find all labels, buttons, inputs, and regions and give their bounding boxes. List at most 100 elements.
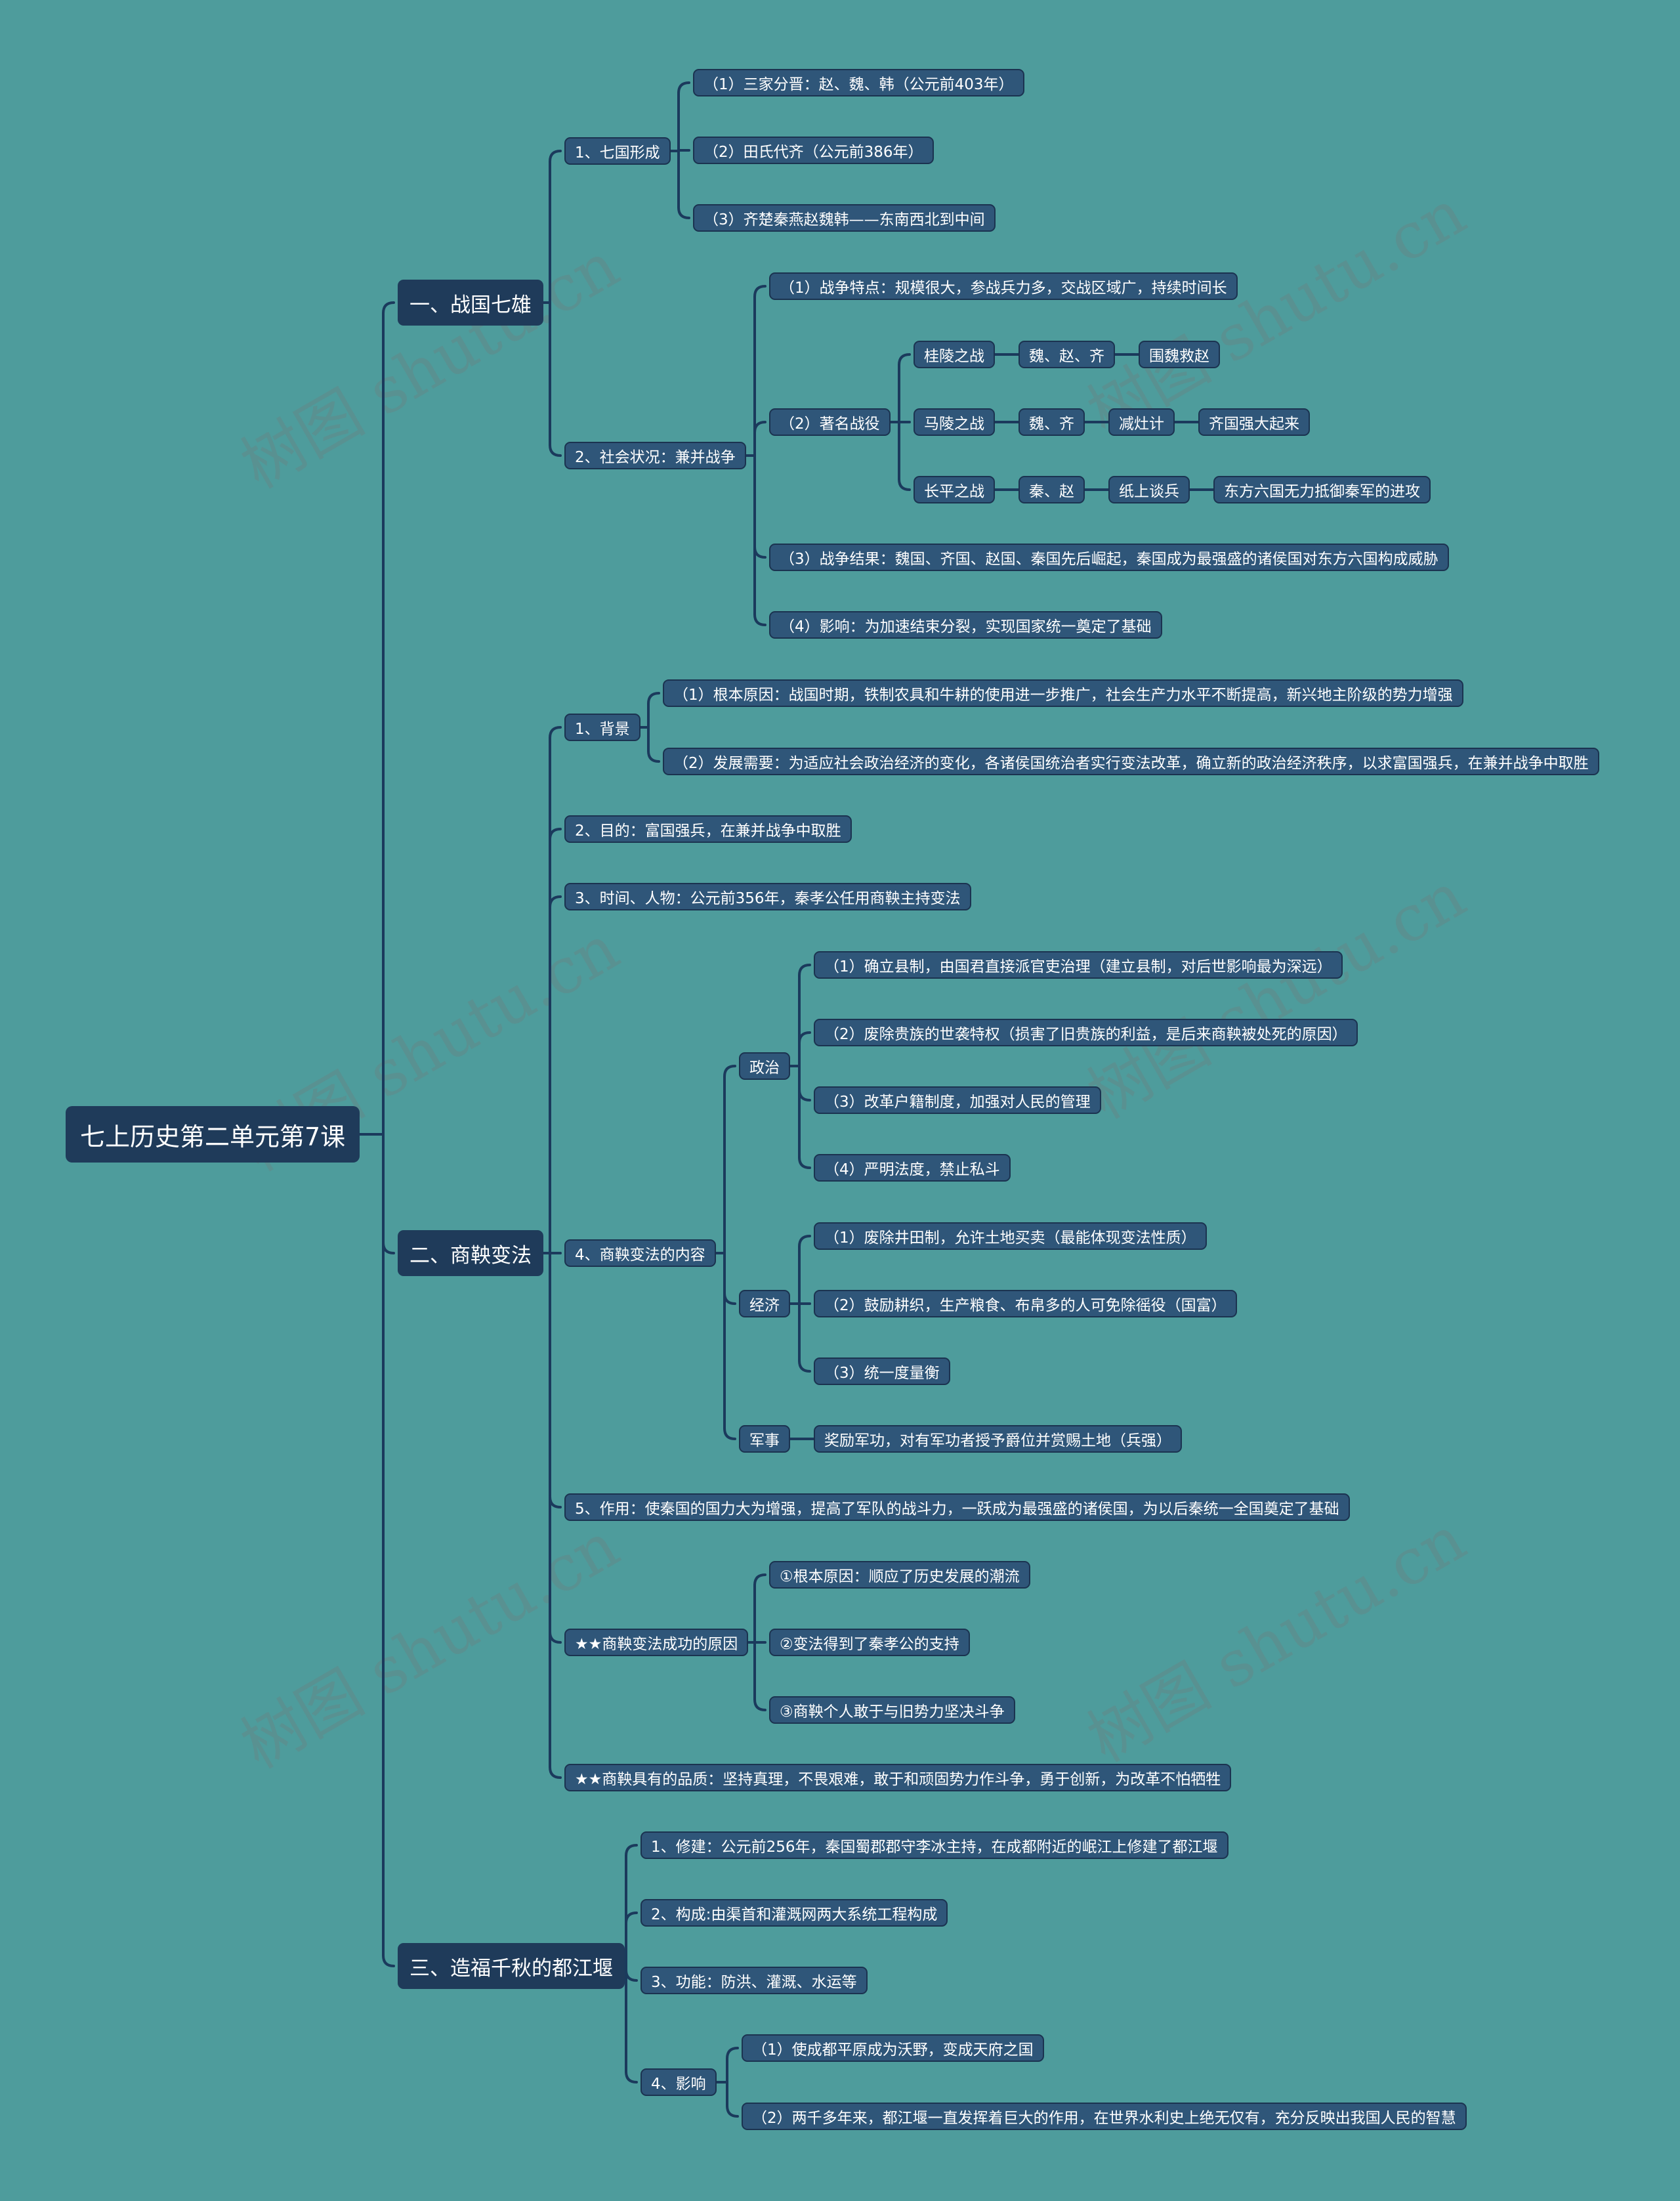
success-reason-3-label: ③商鞅个人敢于与旧势力坚决斗争	[780, 1703, 1005, 1720]
dujiangyan-item-2-label: 2、构成:由渠首和灌溉网两大系统工程构成	[651, 1906, 938, 1923]
battle-2-chain-2-label: 减灶计	[1119, 416, 1164, 433]
politics-node-label: 政治	[749, 1059, 780, 1077]
root-node[interactable]: 七上历史第二单元第7课	[66, 1106, 360, 1163]
shangyang-item-1-label: 1、背景	[575, 721, 630, 738]
battle-1-chain-1[interactable]: 魏、赵、齐	[1018, 341, 1115, 368]
politics-item-3-label: （3）改革户籍制度，加强对人民的管理	[824, 1094, 1091, 1111]
shangyang-item-6-label: ★★商鞅变法成功的原因	[575, 1636, 738, 1653]
battle-2-chain-2[interactable]: 减灶计	[1108, 408, 1175, 436]
economy-item-3-label: （3）统一度量衡	[824, 1365, 940, 1382]
success-reason-3[interactable]: ③商鞅个人敢于与旧势力坚决斗争	[769, 1696, 1015, 1724]
war-item-4[interactable]: （4）影响：为加速结束分裂，实现国家统一奠定了基础	[769, 611, 1162, 639]
shangyang-item-1[interactable]: 1、背景	[564, 714, 640, 741]
social-status-node[interactable]: 2、社会状况：兼并战争	[564, 442, 746, 469]
success-reason-2[interactable]: ②变法得到了秦孝公的支持	[769, 1629, 970, 1656]
economy-branch-0	[798, 1235, 811, 1248]
battle-2[interactable]: 马陵之战	[914, 408, 995, 436]
sec2-branch-1	[549, 828, 562, 841]
battle-1-chain-1-label: 魏、赵、齐	[1029, 348, 1104, 365]
battle-2-chain-3[interactable]: 齐国强大起来	[1198, 408, 1310, 436]
battle-1-chain-2[interactable]: 围魏救赵	[1139, 341, 1220, 368]
formation-item-1[interactable]: （1）三家分晋：赵、魏、韩（公元前403年）	[693, 69, 1024, 96]
qiguo-formation-node[interactable]: 1、七国形成	[564, 137, 671, 165]
battle-2-chain-3-label: 齐国强大起来	[1209, 416, 1299, 433]
impact-item-2-label: （2）两千多年来，都江堰一直发挥着巨大的作用，在世界水利史上绝无仅有，充分反映出…	[752, 2110, 1456, 2127]
economy-item-1[interactable]: （1）废除井田制，允许土地买卖（最能体现变法性质）	[814, 1222, 1207, 1250]
background-item-1[interactable]: （1）根本原因：战国时期，铁制农具和牛耕的使用进一步推广，社会生产力水平不断提高…	[663, 679, 1463, 707]
dujiangyan-item-3-label: 3、功能：防洪、灌溉、水运等	[651, 1974, 857, 1991]
sec1-branch-1	[549, 444, 562, 457]
politics-item-3[interactable]: （3）改革户籍制度，加强对人民的管理	[814, 1086, 1101, 1114]
section-1[interactable]: 一、战国七雄	[398, 280, 543, 326]
shangyang-item-5-label: 5、作用：使秦国的国力大为增强，提高了军队的战斗力，一跃成为最强盛的诸侯国，为以…	[575, 1501, 1339, 1518]
formation-item-2-label: （2）田氏代齐（公元前386年）	[704, 144, 923, 161]
economy-item-2[interactable]: （2）鼓励耕织，生产粮食、布帛多的人可免除徭役（国富）	[814, 1290, 1237, 1317]
impact-item-2[interactable]: （2）两千多年来，都江堰一直发挥着巨大的作用，在世界水利史上绝无仅有，充分反映出…	[742, 2103, 1467, 2130]
shangyang-item-2[interactable]: 2、目的：富国强兵，在兼并战争中取胜	[564, 815, 852, 843]
military-node-label: 军事	[749, 1432, 780, 1449]
war-item-2[interactable]: （2）著名战役	[769, 408, 891, 436]
shangyang-item-6[interactable]: ★★商鞅变法成功的原因	[564, 1629, 749, 1656]
war-item-3[interactable]: （3）战争结果：魏国、齐国、赵国、秦国先后崛起，秦国成为最强盛的诸侯国对东方六国…	[769, 544, 1449, 571]
politics-item-2[interactable]: （2）废除贵族的世袭特权（损害了旧贵族的利益，是后来商鞅被处死的原因）	[814, 1019, 1358, 1046]
formation-item-2[interactable]: （2）田氏代齐（公元前386年）	[693, 137, 934, 164]
content-branch-2	[723, 1427, 736, 1440]
shangyang-item-5[interactable]: 5、作用：使秦国的国力大为增强，提高了军队的战斗力，一跃成为最强盛的诸侯国，为以…	[564, 1493, 1350, 1521]
military-node[interactable]: 军事	[739, 1425, 790, 1453]
sec1-branch-0	[549, 150, 562, 163]
section-2[interactable]: 二、商鞅变法	[398, 1230, 543, 1276]
economy-item-3[interactable]: （3）统一度量衡	[814, 1357, 950, 1385]
content-branch-1	[723, 1292, 736, 1305]
background-branch-0	[647, 692, 660, 705]
dujiangyan-item-3[interactable]: 3、功能：防洪、灌溉、水运等	[640, 1967, 868, 1994]
dujiangyan-item-1[interactable]: 1、修建：公元前256年，秦国蜀郡郡守李冰主持，在成都附近的岷江上修建了都江堰	[640, 1831, 1228, 1859]
politics-node[interactable]: 政治	[739, 1052, 790, 1080]
politics-item-1[interactable]: （1）确立县制，由国君直接派官吏治理（建立县制，对后世影响最为深远）	[814, 951, 1343, 979]
battle-2-label: 马陵之战	[924, 416, 984, 433]
politics-item-2-label: （2）废除贵族的世袭特权（损害了旧贵族的利益，是后来商鞅被处死的原因）	[824, 1026, 1347, 1043]
success-reason-1[interactable]: ①根本原因：顺应了历史发展的潮流	[769, 1561, 1030, 1589]
battle-3[interactable]: 长平之战	[914, 476, 995, 503]
shangyang-item-7[interactable]: ★★商鞅具有的品质：坚持真理，不畏艰难，敢于和顽固势力作斗争，勇于创新，为改革不…	[564, 1764, 1232, 1791]
war-item-4-label: （4）影响：为加速结束分裂，实现国家统一奠定了基础	[780, 618, 1152, 635]
sec3-branch-2	[625, 1969, 638, 1982]
war-item-1[interactable]: （1）战争特点：规模很大，参战兵力多，交战区域广，持续时间长	[769, 272, 1238, 300]
battle-3-chain-3[interactable]: 东方六国无力抵御秦军的进攻	[1213, 476, 1431, 503]
reasons-branch-2	[753, 1698, 766, 1711]
background-item-2[interactable]: （2）发展需要：为适应社会政治经济的变化，各诸侯国统治者实行变法改革，确立新的政…	[663, 748, 1599, 775]
impact-item-1[interactable]: （1）使成都平原成为沃野，变成天府之国	[742, 2034, 1044, 2062]
battle-3-chain-1[interactable]: 秦、赵	[1018, 476, 1085, 503]
war-branch-2	[753, 545, 766, 559]
battle-3-chain-1-label: 秦、赵	[1029, 483, 1074, 500]
section-1-label: 一、战国七雄	[410, 293, 532, 317]
background-branch-1	[647, 750, 660, 763]
battle-2-chain-1[interactable]: 魏、齐	[1018, 408, 1085, 436]
social-status-node-label: 2、社会状况：兼并战争	[575, 449, 736, 466]
shangyang-item-3[interactable]: 3、时间、人物：公元前356年，秦孝公任用商鞅主持变法	[564, 883, 971, 910]
dujiangyan-item-4-label: 4、影响	[651, 2076, 706, 2093]
war-item-3-label: （3）战争结果：魏国、齐国、赵国、秦国先后崛起，秦国成为最强盛的诸侯国对东方六国…	[780, 551, 1438, 568]
success-reason-2-label: ②变法得到了秦孝公的支持	[780, 1636, 959, 1653]
formation-item-3-label: （3）齐楚秦燕赵魏韩——东南西北到中间	[704, 211, 985, 228]
military-item-1-label: 奖励军功，对有军功者授予爵位并赏赐土地（兵强）	[824, 1432, 1171, 1449]
sec2-branch-6	[549, 1766, 562, 1779]
section-2-label: 二、商鞅变法	[410, 1243, 532, 1268]
battle-3-chain-2[interactable]: 纸上谈兵	[1108, 476, 1190, 503]
politics-item-4[interactable]: （4）严明法度，禁止私斗	[814, 1154, 1011, 1182]
dujiangyan-item-2[interactable]: 2、构成:由渠首和灌溉网两大系统工程构成	[640, 1899, 948, 1927]
economy-node[interactable]: 经济	[739, 1290, 790, 1317]
shangyang-item-4[interactable]: 4、商鞅变法的内容	[564, 1239, 716, 1267]
section-3[interactable]: 三、造福千秋的都江堰	[398, 1943, 625, 1989]
dujiangyan-item-4[interactable]: 4、影响	[640, 2068, 717, 2096]
sec2-branch-5	[549, 1631, 562, 1644]
military-item-1[interactable]: 奖励军功，对有军功者授予爵位并赏赐土地（兵强）	[814, 1425, 1182, 1453]
formation-branch-0	[677, 81, 690, 95]
battle-1[interactable]: 桂陵之战	[914, 341, 995, 368]
sec3-branch-0	[625, 1844, 638, 1857]
war-item-2-label: （2）著名战役	[780, 416, 880, 433]
impact-branch-1	[726, 2105, 739, 2118]
battles-branch-0	[898, 353, 911, 366]
formation-item-3[interactable]: （3）齐楚秦燕赵魏韩——东南西北到中间	[693, 204, 996, 232]
